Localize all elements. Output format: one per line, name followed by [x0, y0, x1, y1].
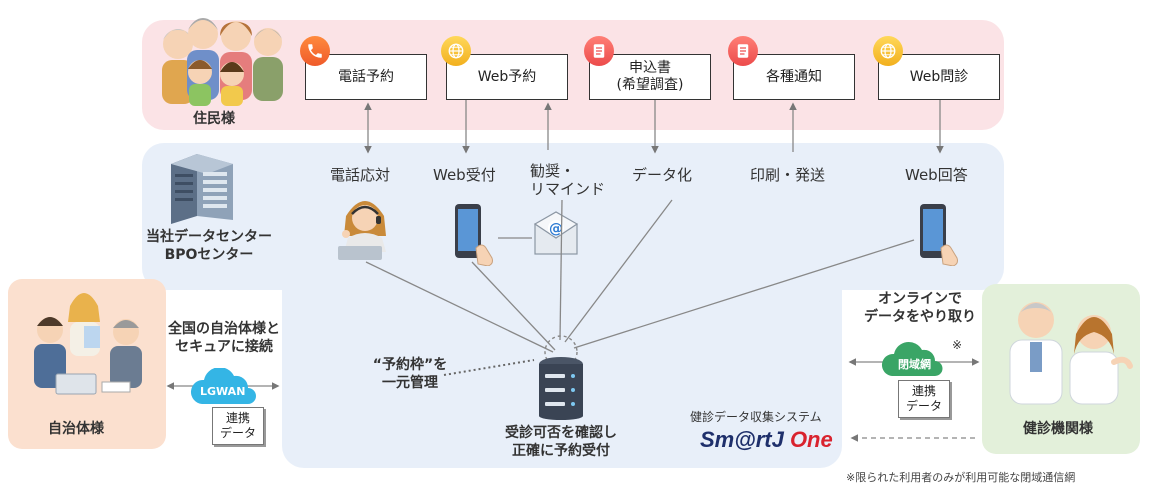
datacenter-label: 当社データセンター BPOセンター	[146, 229, 272, 263]
lgwan-cloud-icon	[191, 368, 256, 404]
service-reminder: 勧奨・ リマインド	[530, 162, 606, 198]
municipality-staff-illustration	[34, 293, 142, 395]
medical-staff-illustration	[1009, 302, 1133, 405]
municipality-label: 自治体様	[48, 421, 104, 437]
channel-web-reservation: Web予約	[446, 54, 568, 100]
smartphone-touch-icon	[920, 204, 958, 266]
lgwan-label: LGWAN	[200, 385, 246, 398]
document-icon	[728, 36, 758, 66]
smartphone-touch-icon	[455, 204, 493, 266]
channel-notifications: 各種通知	[733, 54, 855, 100]
system-caption: 健診データ収集システム	[690, 410, 822, 424]
document-icon	[584, 36, 614, 66]
service-web-answer: Web回答	[905, 166, 968, 184]
closed-network-cloud-icon	[881, 341, 943, 376]
closed-network-mark: ※	[952, 338, 963, 352]
smartj-one-logo: Sm@rtJ One	[700, 427, 833, 453]
phone-icon	[300, 36, 330, 66]
confirm-reception-label: 受診可否を確認し 正確に予約受付	[505, 425, 617, 459]
slot-management-label: “予約枠”を 一元管理	[372, 357, 448, 391]
globe-icon	[441, 36, 471, 66]
server-building-icon	[171, 154, 233, 224]
institution-label: 健診機関様	[1023, 421, 1093, 437]
residents-label: 住民様	[193, 111, 235, 127]
logo-main: Sm@rtJ	[700, 427, 784, 452]
resident-band	[142, 20, 1004, 130]
municipality-data-card: 連携 データ	[212, 407, 264, 445]
service-phone-response: 電話応対	[330, 166, 391, 184]
email-icon: @	[533, 211, 579, 255]
closed-network-label: 閉域網	[898, 358, 931, 371]
footnote: ※限られた利用者のみが利用可能な閉域通信網	[846, 471, 1076, 484]
operator-illustration	[338, 201, 386, 260]
svg-text:@: @	[549, 221, 563, 237]
municipality-connect-label: 全国の自治体様と セキュアに接続	[168, 321, 280, 355]
logo-sub: One	[789, 427, 833, 452]
globe-icon	[873, 36, 903, 66]
service-digitization: データ化	[632, 166, 693, 184]
institution-data-card: 連携 データ	[898, 380, 950, 418]
database-server-icon	[539, 357, 583, 420]
institution-online-label: オンラインで データをやり取り	[864, 291, 976, 325]
service-web-reception: Web受付	[433, 166, 496, 184]
family-illustration	[162, 18, 283, 106]
service-print-mail: 印刷・発送	[750, 166, 826, 184]
